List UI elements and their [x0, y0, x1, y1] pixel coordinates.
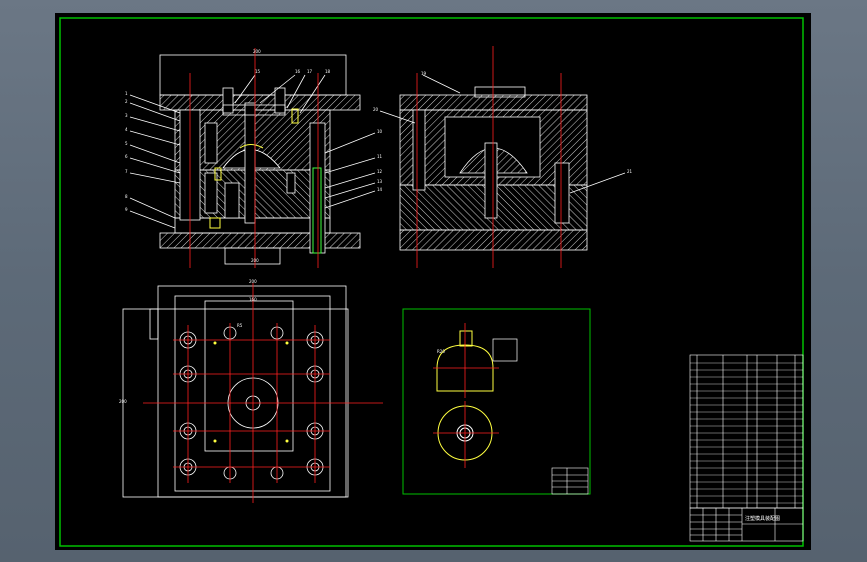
leader-label: 6	[125, 154, 128, 159]
leader-label: 21	[627, 169, 633, 174]
leader-label: 14	[377, 187, 383, 192]
front-center-lines	[189, 48, 319, 268]
plan-outer-plate	[157, 285, 347, 498]
title-block-name: 注塑模具装配图	[745, 515, 780, 522]
leader-label: 17	[307, 69, 313, 74]
leader-label: 9	[125, 207, 128, 212]
side-section-view	[379, 74, 626, 251]
part-detail	[436, 330, 518, 461]
front-section-view	[129, 54, 376, 265]
leader-label: 2	[125, 99, 128, 104]
sheet-border	[59, 17, 804, 547]
leader-label: 4	[125, 127, 128, 132]
side-bottom-plate	[399, 229, 588, 251]
bom-table	[689, 354, 804, 509]
leader-label: 15	[255, 69, 261, 74]
leader-label: 19	[421, 71, 427, 76]
plan-view	[122, 285, 349, 498]
part-center-lines	[433, 323, 499, 468]
leader-label: 7	[125, 169, 128, 174]
leader-label: 3	[125, 113, 128, 118]
bom-rows	[690, 362, 803, 504]
front-highlights	[209, 108, 322, 254]
front-dim-top: 200	[253, 49, 261, 54]
leader-label: 13	[377, 179, 383, 184]
plan-dim-overall: 200	[249, 279, 257, 284]
side-center-lines	[416, 46, 562, 268]
leader-labels: 1 2 3 4 5 6 7 8 9 10 11 12 13 14 15 16 1…	[125, 69, 633, 212]
part-detail-frame	[402, 308, 591, 495]
title-block	[689, 507, 804, 542]
leader-label: 5	[125, 141, 128, 146]
plan-center-lines	[143, 283, 383, 503]
front-dim-bottom: 200	[251, 258, 259, 263]
leader-label: 18	[325, 69, 331, 74]
leader-label: 16	[295, 69, 301, 74]
cad-viewport[interactable]: 200 200	[55, 13, 811, 550]
leader-label: 10	[377, 129, 383, 134]
leader-label: 8	[125, 194, 128, 199]
plan-dim-small: R5	[237, 323, 243, 328]
leader-label: 20	[373, 107, 379, 112]
leader-label: 1	[125, 91, 128, 96]
part-label: R20	[437, 349, 445, 354]
plan-dim-inner: 160	[249, 297, 257, 302]
leader-label: 11	[377, 154, 383, 159]
part-mini-table	[551, 467, 589, 495]
plan-yellow-marks	[213, 341, 289, 443]
leader-label: 12	[377, 169, 383, 174]
cad-drawing: 200 200	[59, 17, 804, 547]
plan-dim-height: 200	[119, 399, 127, 404]
